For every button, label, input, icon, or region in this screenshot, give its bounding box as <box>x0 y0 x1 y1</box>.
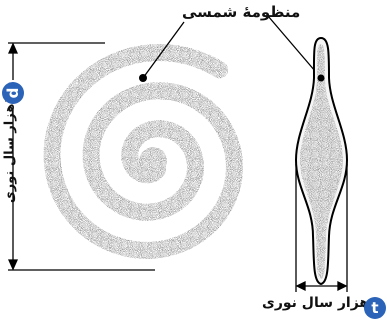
spiral-galaxy <box>52 53 234 251</box>
edge-solar-system-dot <box>318 75 325 82</box>
badge-t: t <box>364 297 386 319</box>
badge-d: d <box>2 82 24 104</box>
galactic-core <box>139 147 167 175</box>
solar-system-label: منظومهٔ شمسی <box>182 3 300 21</box>
